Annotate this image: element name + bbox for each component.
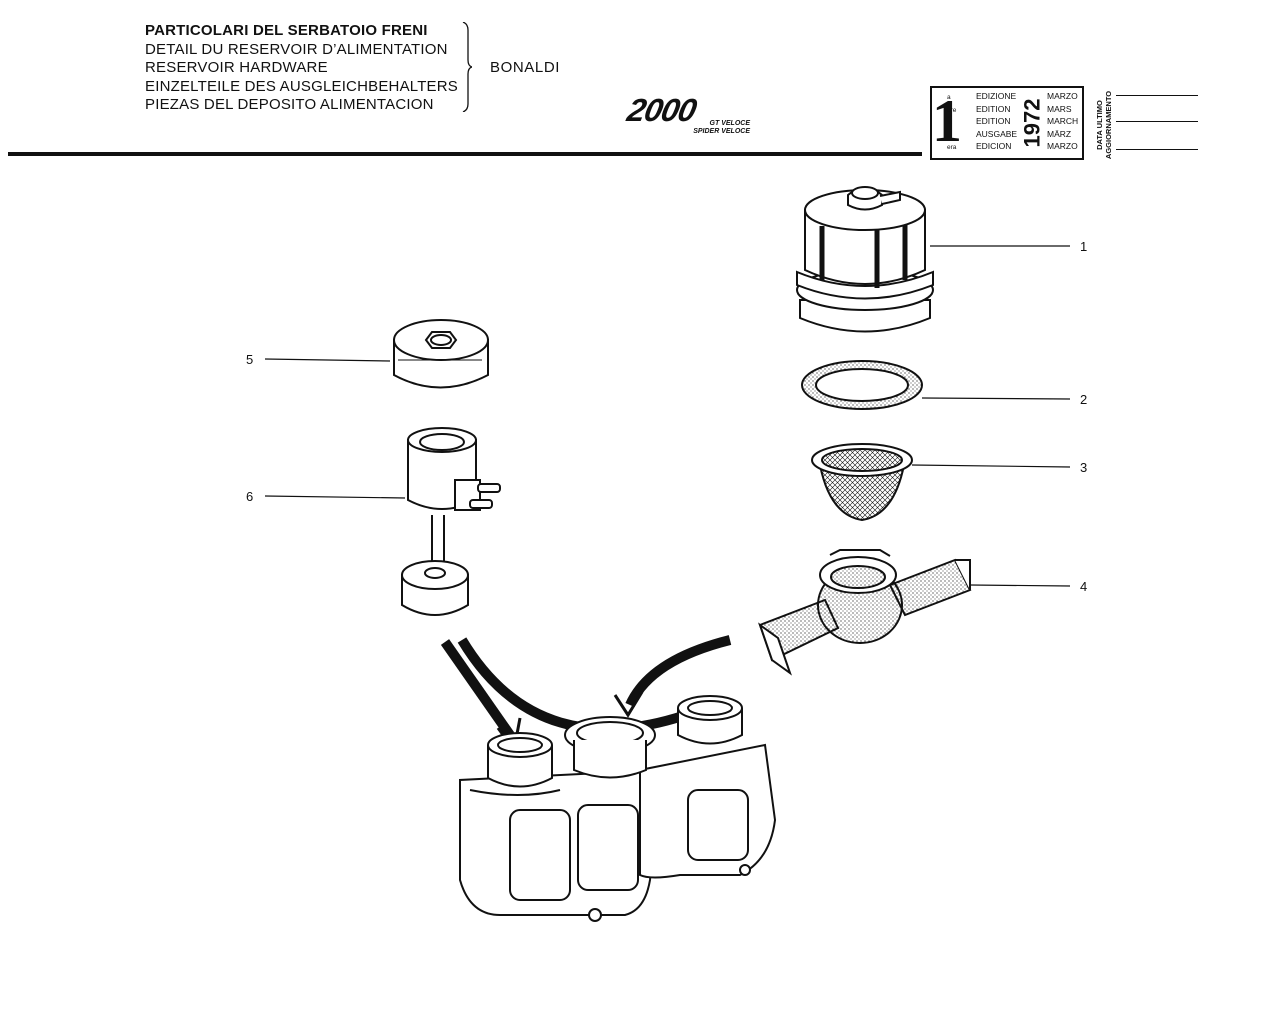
edition-label-de: AUSGABE — [976, 128, 1018, 139]
callout-4: 4 — [1080, 579, 1088, 594]
part-6-level-sender — [401, 427, 501, 616]
edition-label-en: EDITION — [976, 116, 1011, 127]
update-line-2 — [1116, 121, 1198, 122]
title-english: RESERVOIR HARDWARE — [145, 59, 328, 76]
title-german: EINZELTEILE DES AUSGLEICHBEHALTERS — [145, 77, 459, 95]
title-spanish: PIEZAS DEL DEPOSITO ALIMENTACION — [145, 96, 434, 113]
edition-label-it: EDIZIONE — [976, 91, 1017, 101]
callout-5: 5 — [246, 352, 254, 367]
edition-number: 1 — [932, 88, 962, 154]
leader-lines — [264, 245, 1071, 587]
update-line-1 — [1116, 95, 1198, 96]
title-french: DETAIL DU RESERVOIR D’ALIMENTATION — [145, 40, 448, 58]
month-en: MARCH — [1047, 116, 1079, 127]
callout-3: 3 — [1080, 460, 1088, 475]
callout-6: 6 — [246, 489, 254, 504]
month-fr: MARS — [1047, 103, 1072, 114]
ordinal-en: st — [947, 119, 953, 127]
month-es: MARZO — [1047, 141, 1078, 152]
part-2-gasket — [801, 360, 923, 410]
edition-label-fr: EDITION — [976, 103, 1011, 114]
model-gt-veloce: GT VELOCE — [709, 120, 750, 127]
edition-months: MARZO MARS MARCH MÄRZ MARZO — [1047, 90, 1078, 153]
edition-labels: EDIZIONE EDITION EDITION AUSGABE EDICION — [976, 90, 1017, 153]
title-italian: PARTICOLARI DEL SERBATOIO FRENI — [145, 22, 428, 39]
edition-label-es: EDICION — [976, 141, 1012, 152]
month-de: MÄRZ — [1047, 128, 1072, 139]
edition-ordinals: a ere st . era — [947, 92, 956, 155]
model-spider-veloce: SPIDER VELOCE — [693, 128, 750, 135]
part-3-strainer — [811, 443, 913, 522]
title-brace — [462, 22, 472, 112]
part-1-reservoir-cap — [796, 186, 934, 333]
callout-1: 1 — [1080, 239, 1088, 254]
ordinal-fr: ere — [947, 106, 957, 114]
part-5-plug-nut — [393, 319, 489, 389]
reservoir-tank — [459, 695, 777, 922]
ordinal-es: era — [947, 144, 957, 152]
callout-2: 2 — [1080, 392, 1088, 407]
ordinal-de: . — [947, 131, 949, 139]
manufacturer-label: BONALDI — [490, 59, 561, 76]
header-rule — [8, 152, 922, 156]
update-line-3 — [1116, 149, 1198, 150]
month-it: MARZO — [1047, 91, 1078, 101]
model-names: GT VELOCE SPIDER VELOCE — [640, 120, 750, 136]
ordinal-it: a — [947, 94, 951, 101]
edition-box — [930, 86, 1084, 160]
title-block: PARTICOLARI DEL SERBATOIO FRENI DETAIL D… — [145, 22, 458, 115]
part-4-float — [758, 549, 972, 676]
